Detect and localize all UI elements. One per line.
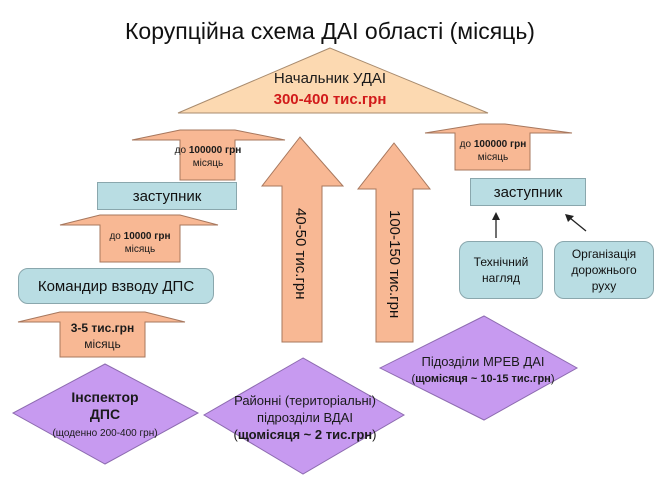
arrow-head-traffic <box>565 214 574 222</box>
district-note: щомісяця ~ 2 тис.грн <box>237 427 373 442</box>
left-top-prefix: до <box>174 145 189 156</box>
diamond-district <box>203 357 406 475</box>
traffic-organization-box: Організація дорожнього руху <box>554 241 654 299</box>
arrow-shape-left-top <box>131 129 286 181</box>
diamond-mrev <box>378 315 579 421</box>
right-top-arrow-text: до 100000 грн місяць <box>450 138 536 164</box>
left-top-period: місяць <box>192 158 224 169</box>
roof-triangle <box>177 47 489 114</box>
mrev-text: Підозділи МРЕВ ДАІ (щомісяця ~ 10-15 тис… <box>388 354 578 387</box>
right-top-amount: 100000 грн <box>473 139 527 150</box>
arrow-head-tech <box>492 212 500 220</box>
right-deputy-box: заступник <box>470 178 586 206</box>
commander-box: Командир взводу ДПС <box>18 268 214 304</box>
tech-supervision-box: Технічний нагляд <box>459 241 543 299</box>
district-line1: Районні (територіальні) <box>234 393 376 408</box>
left-mid-period: місяць <box>124 244 156 255</box>
left-mid-prefix: до <box>109 231 124 242</box>
left-top-amount: 100000 грн <box>188 145 242 156</box>
arrow-shape-left-bottom <box>17 311 186 358</box>
mrev-line1: Підозділи МРЕВ ДАІ <box>421 354 545 369</box>
arrow-shape-right-top <box>424 123 573 171</box>
center-arrow-2-label: 100-150 тис.грн <box>386 210 403 319</box>
district-text: Районні (територіальні) підрозділи ВДАІ … <box>220 392 390 443</box>
left-mid-arrow-text: до 10000 грн місяць <box>100 230 180 256</box>
arrow-line-traffic <box>569 217 587 232</box>
inspector-line2: ДПС <box>89 406 121 422</box>
district-note-close: ) <box>372 427 377 442</box>
chief-amount: 300-400 тис.грн <box>273 91 387 108</box>
arrow-shape-center-2 <box>356 142 432 343</box>
inspector-line1: Інспектор <box>71 389 139 405</box>
arrow-shape-center-1 <box>260 136 345 343</box>
chief-label: Начальник УДАІ <box>273 70 387 87</box>
arrow-shape-left-mid <box>59 214 219 263</box>
left-top-arrow-text: до 100000 грн місяць <box>170 144 246 170</box>
left-mid-amount: 10000 грн <box>123 231 171 242</box>
right-top-prefix: до <box>459 139 474 150</box>
mrev-note-open: ( <box>411 373 416 385</box>
center-arrow-1-label: 40-50 тис.грн <box>292 208 309 300</box>
inspector-title: Інспектор ДПС <box>45 389 165 423</box>
right-top-period: місяць <box>477 152 509 163</box>
left-bottom-amount: 3-5 тис.грн <box>70 321 135 335</box>
diamond-inspector <box>11 363 200 465</box>
mrev-note-close: ) <box>550 373 555 385</box>
inspector-note: (щоденно 200-400 грн) <box>52 428 158 439</box>
district-line2: підрозділи ВДАІ <box>257 410 353 425</box>
left-bottom-period: місяць <box>84 337 121 351</box>
page-title: Корупційна схема ДАІ області (місяць) <box>125 18 535 44</box>
left-deputy-box: заступник <box>97 182 237 210</box>
left-bottom-arrow-text: 3-5 тис.грн місяць <box>55 320 150 352</box>
district-note-open: ( <box>233 427 238 442</box>
mrev-note: щомісяця ~ 10-15 тис.грн <box>415 373 551 385</box>
